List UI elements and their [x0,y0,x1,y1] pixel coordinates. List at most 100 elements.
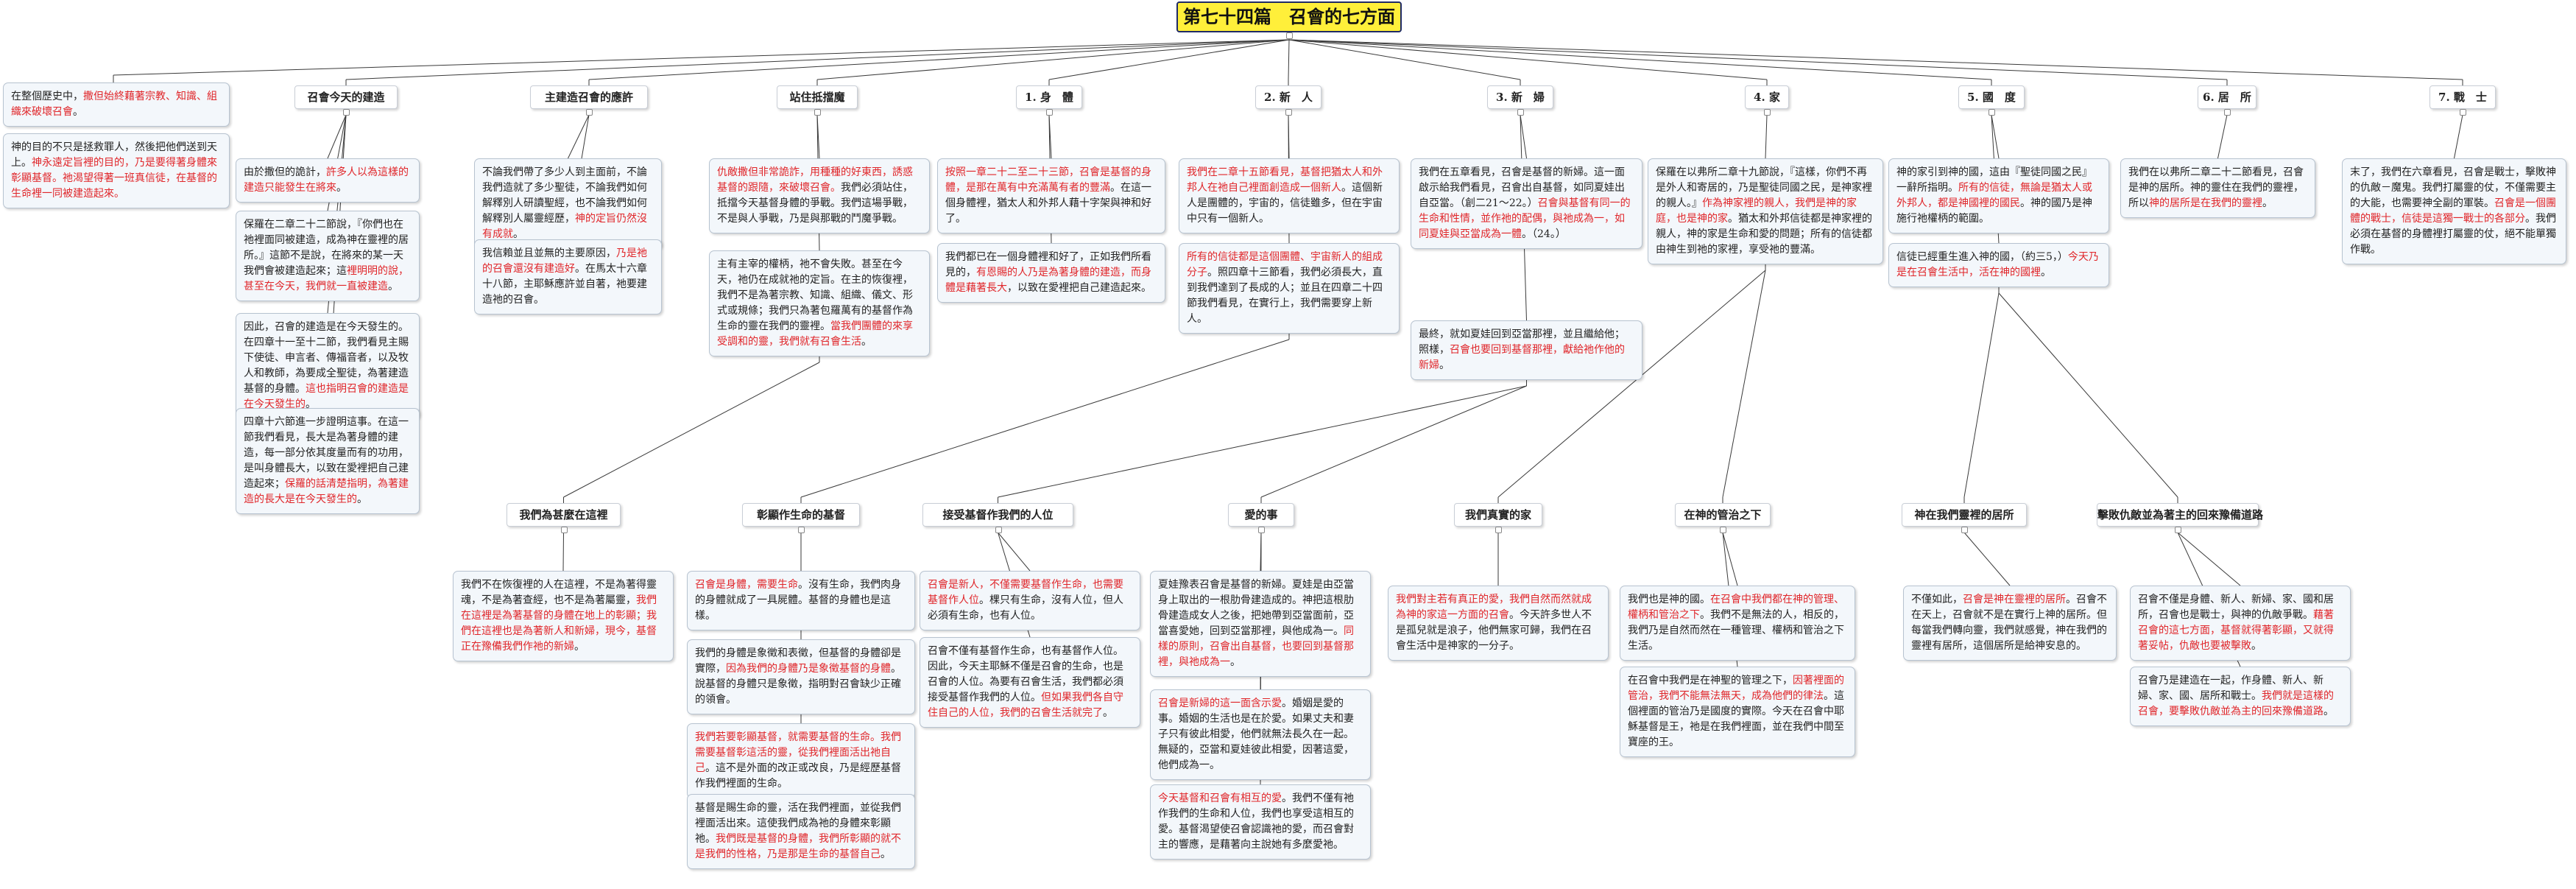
body-text: 。 [2041,267,2051,278]
topic-b8[interactable]: 擊敗仇敵並為著主的回來豫備道路 [2097,503,2263,527]
note-b3-1: 召會是新人，不僅需要基督作生命，也需要基督作人位。棵只有生命，沒有人位，但人必須… [920,571,1140,630]
body-text: 。這不是外面的改正或改良，乃是經歷基督作我們裡面的生命。 [695,762,901,790]
note-s3-2: 主有主宰的權柄，祂不會失敗。甚至在今天，祂仍在成就祂的定旨。在主的恢復裡，我們不… [709,250,930,356]
branch-to-topic [1722,270,1766,498]
root-to-topic [1288,39,2463,80]
body-text: 基督是賜生命的靈，活在我們裡面，並從我們裡面活出來。這使我們成為祂的身體來彰顯祂… [695,802,901,845]
topic-to-note [2454,114,2463,159]
body-text: 。照四章十三節看，我們必須長大，直到我們達到了長成的人；並且在四章二十四節我們看… [1187,267,1383,325]
collapse-toggle-icon[interactable] [2224,109,2231,116]
topic-to-note [562,532,564,572]
body-text: 。 [574,641,585,653]
branch-to-topic [998,385,1527,498]
body-text: 召會不僅有基督作生命，也有基督作人位。因此，今天主耶穌不僅是召會的生命，也是召會… [928,645,1123,703]
collapse-toggle-icon[interactable] [1517,109,1524,116]
topic-s5[interactable]: 2. 新 人 [1255,85,1321,109]
topic-b1[interactable]: 我們為甚麼在這裡 [507,503,621,527]
note-s10-1: 末了，我們在六章看見，召會是戰士，擊敗神的仇敵－魔鬼。我們打屬靈的仗，不僅需要主… [2342,158,2566,264]
body-text: 。 [2251,640,2262,652]
topic-b7[interactable]: 神在我們靈裡的居所 [1902,503,2027,527]
topic-to-note [568,114,590,159]
topic-s3[interactable]: 站住抵擋魔 [777,85,858,109]
branch-to-topic [1497,270,1766,498]
body-text: 我們的身體是象徵和表徵，但基督的身體卻是實際， [695,647,901,675]
highlight-text: 我們對主若有真正的愛，我們自然而然就成為神的家這一方面的召會 [1396,594,1592,621]
branch-to-topic [1260,385,1527,498]
topic-s9[interactable]: 6. 居 所 [2198,85,2256,109]
topic-s4[interactable]: 1. 身 體 [1016,85,1082,109]
collapse-toggle-icon[interactable] [2460,109,2466,116]
note-s1-1: 由於撒但的詭計，許多人以為這樣的建造只能發生在將來。 [236,158,420,203]
collapse-toggle-icon[interactable] [1258,527,1265,533]
collapse-toggle-icon[interactable] [1720,527,1726,533]
collapse-toggle-icon[interactable] [1495,527,1502,533]
branch-to-topic [1963,292,2000,498]
topic-b5[interactable]: 我們真實的家 [1454,503,1542,527]
topic-to-note [1991,114,2000,159]
topic-b6[interactable]: 在神的管治之下 [1675,503,1771,527]
highlight-text: 在召會中我們都在神的管理、權柄和管治之下 [1628,594,1844,621]
body-text: 。 [2323,706,2334,717]
collapse-toggle-icon[interactable] [1989,109,1995,116]
highlight-text: 召會是新人，不僅需要基督作生命，也需要基督作人位 [928,579,1123,606]
highlight-text: 許多人以為這樣的建造只能發生在將來 [244,166,409,194]
collapse-toggle-icon[interactable] [2175,527,2181,533]
note-s1-2: 保羅在二章二十二節說，『你們也在祂裡面同被建造，成為神在靈裡的居所。』這節不是說… [236,211,420,301]
highlight-text: 今天乃是在召會生活中，活在神的國裡 [1896,251,2099,278]
highlight-text: 召會是新婦的這一面含示愛 [1158,698,1282,709]
root-title[interactable]: 第七十四篇 召會的七方面 [1176,1,1402,32]
body-text: 夏娃豫表召會是基督的新婦。夏娃是由亞當身上取出的一根肋骨建造成的。神把這根肋骨建… [1158,579,1354,637]
note-s1-3: 因此，召會的建造是在今天發生的。在四章十一至十二節，我們看見主賜下使徒、申言者、… [236,313,420,419]
note-b8-1: 召會不僅是身體、新人、新婦、家、國和居所，召會也是戰士，與神的仇敵爭戰。藉著召會… [2130,586,2351,661]
topic-s10[interactable]: 7. 戰 士 [2429,85,2496,109]
body-text: 。說基督的身體只是象徵，指明對召會缺少正確的領會。 [695,663,901,706]
collapse-toggle-icon[interactable] [343,109,350,116]
topic-b2[interactable]: 彰顯作生命的基督 [742,503,860,527]
collapse-toggle-icon[interactable] [1764,109,1771,116]
collapse-toggle-icon[interactable] [1961,527,1968,533]
collapse-toggle-icon[interactable] [1285,109,1292,116]
topic-s7[interactable]: 4. 家 [1745,85,1789,109]
root-collapse-toggle-icon[interactable] [1286,32,1293,39]
highlight-text: 所有的信徒，無論是猶太人或外邦人，都是神國裡的國民 [1896,182,2092,209]
goal-note: 神的目的不只是拯救罪人，然後把他們送到天上。神永遠定旨裡的目的，乃是要得著身體來… [3,133,230,208]
body-text: 。這個裡面的管治乃是國度的實際。今天在召會中耶穌基督是王，祂是在我們裡面，並在我… [1628,690,1844,748]
note-b4-3: 今天基督和召會有相互的愛。我們不僅有祂作我們的生命和人位，我們也享受這相互的愛。… [1150,784,1371,860]
highlight-text: 作為神家裡的親人，我們是神的家庭，也是神的家 [1656,197,1857,225]
body-text: 我們在五章看見，召會是基督的新婦。這一面啟示給我們看見，召會出自基督，如同夏娃出… [1419,166,1625,209]
collapse-toggle-icon[interactable] [798,527,805,533]
root-to-topic [588,39,1290,80]
note-s3-1: 仇敵撒但非常詭詐，用種種的好東西，誘惑基督的跟隨，來破壞召會。我們必須站住，抵擋… [709,158,930,233]
note-s6-1: 我們在五章看見，召會是基督的新婦。這一面啟示給我們看見，召會出自基督，如同夏娃出… [1411,158,1642,249]
topic-b3[interactable]: 接受基督作我們的人位 [922,503,1073,527]
collapse-toggle-icon[interactable] [586,109,593,116]
collapse-toggle-icon[interactable] [1046,109,1053,116]
note-s4-2: 我們都已在一個身體裡和好了，正如我們所看見的，有恩賜的人乃是為著身體的建造，而身… [937,243,1165,303]
body-text: 。棵只有生命，沒有人位，但人必須有生命，也有人位。 [928,594,1123,622]
body-text: 。 [1439,359,1450,371]
topic-s2[interactable]: 主建造召會的應許 [530,85,648,109]
body-text: 。我們不是無法的人，相反的，我們乃是自然而然在一種管理、權柄和管治之下生活。 [1628,609,1844,652]
topic-s8[interactable]: 5. 國 度 [1958,85,2025,109]
branch-to-topic [1998,292,2178,498]
topic-s1[interactable]: 召會今天的建造 [294,85,398,109]
highlight-text: 今天基督和召會有相互的愛 [1158,793,1282,804]
highlight-text: 因為我們的身體乃是象徵基督的身體 [726,663,891,675]
topic-s6[interactable]: 3. 新 婦 [1487,85,1553,109]
body-text: 。 [306,398,316,410]
collapse-toggle-icon[interactable] [560,527,568,533]
body-text: 末了，我們在六章看見，召會是戰士，擊敗神的仇敵－魔鬼。我們打屬靈的仗，不僅需要主… [2350,166,2556,209]
body-text: 主有主宰的權柄，祂不會失敗。甚至在今天，祂仍在成就祂的定旨。在主的恢復裡，我們不… [717,259,913,332]
body-text: 。在馬太十六章十八節，主耶穌應許並自著，祂要建造祂的召會。 [482,263,647,306]
collapse-toggle-icon[interactable] [995,527,1002,533]
topic-b4[interactable]: 愛的事 [1228,503,1294,527]
highlight-text: 因著裡面的管治，我們不能無法無天，成為他們的律法 [1628,675,1844,702]
branch-to-topic [563,362,820,498]
collapse-toggle-icon[interactable] [814,109,821,116]
note-s2-1: 不論我們帶了多少人到主面前，不論我們造就了多少聖徒，不論我們如何解釋別人研讀聖經… [474,158,662,249]
root-to-topic [1288,39,2228,80]
highlight-text: 我們就是這樣的召會，要擊敗仇敵並為主的回來豫備道路 [2138,690,2334,717]
body-text: 保羅在以弗所二章十九節說，『這樣，你們不再是外人和寄居的，乃是聖徒同國之民，是神… [1656,166,1872,209]
note-s2-2: 我信賴並且並無的主要原因，乃是祂的召會還沒有建造好。在馬太十六章十八節，主耶穌應… [474,239,662,315]
note-b4-1: 夏娃豫表召會是基督的新婦。夏娃是由亞當身上取出的一根肋骨建造成的。神把這根肋骨建… [1150,571,1371,677]
